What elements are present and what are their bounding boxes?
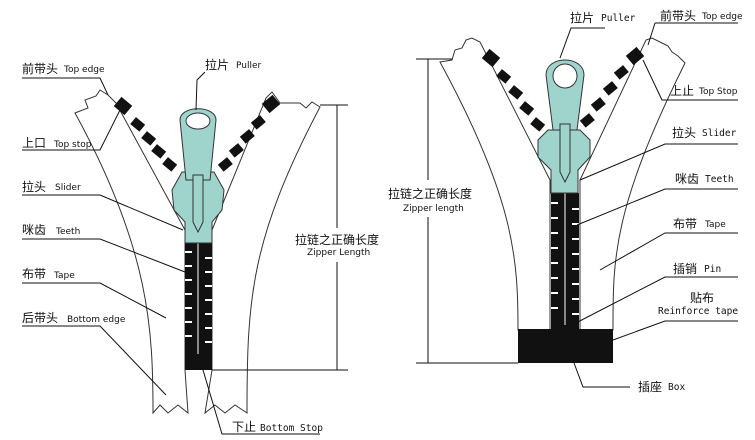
left-zipper-length-en: Zipper Length — [307, 248, 370, 258]
left-teeth-column — [185, 243, 212, 370]
reinforce-tape-box — [518, 329, 613, 363]
right-zipper-length-zh: 拉链之正确长度 — [388, 186, 472, 201]
left-leader-lines — [22, 71, 348, 435]
right-teeth-en: Teeth — [705, 174, 734, 185]
left-tape-en: Tape — [53, 271, 75, 281]
left-tape-left — [74, 89, 189, 415]
right-box-en: Box — [668, 382, 685, 393]
right-tape-left — [439, 37, 551, 331]
right-zipper: 拉片 Puller 前带头 Top edge 上止 Top Stop 拉头 Sl… — [388, 8, 743, 394]
right-slider-en: Slider — [702, 128, 737, 139]
left-top-edge-zh: 前带头 — [22, 61, 58, 76]
left-puller-zh: 拉片 — [205, 57, 229, 72]
left-teeth-top-left — [113, 96, 178, 172]
right-pin-zh: 插销 — [673, 262, 697, 276]
right-tape-zh: 布带 — [673, 217, 697, 231]
left-puller-hole — [185, 112, 211, 130]
right-teeth-zh: 咪齿 — [675, 172, 699, 186]
right-top-edge-zh: 前带头 — [660, 8, 696, 23]
right-puller-hole — [552, 63, 578, 89]
left-teeth-top-right — [217, 94, 281, 172]
left-bottom-stop-zh: 下止 — [232, 420, 256, 434]
left-teeth-zh: 咪齿 — [22, 223, 46, 237]
right-top-stop-en: Top Stop — [698, 87, 738, 97]
right-puller-en: Puller — [601, 13, 636, 24]
right-teeth-top-right — [579, 46, 645, 128]
right-tape-en: Tape — [704, 220, 726, 230]
left-bottom-edge-en: Bottom edge — [67, 315, 126, 325]
left-teeth-en: Teeth — [55, 227, 80, 237]
right-reinforce-tape-zh: 贴布 — [690, 291, 714, 305]
left-bottom-edge-zh: 后带头 — [22, 311, 58, 325]
right-teeth-column — [551, 193, 579, 330]
right-pin-en: Pin — [704, 264, 721, 275]
right-box-zh: 插座 — [638, 379, 662, 394]
right-puller-tab — [559, 123, 571, 184]
left-slider-en: Slider — [55, 183, 81, 193]
right-zipper-length-en: Zipper length — [403, 204, 464, 214]
left-puller-en: Puller — [236, 61, 262, 71]
right-teeth-top-left — [481, 48, 546, 132]
right-reinforce-tape-en: Reinforce tape — [658, 306, 738, 317]
left-top-edge-en: Top edge — [63, 65, 105, 75]
left-top-stop-zh: 上口 — [22, 136, 46, 150]
left-slider-zh: 拉头 — [22, 179, 46, 194]
right-slider-zh: 拉头 — [672, 125, 696, 140]
right-top-stop-zh: 上止 — [670, 84, 694, 98]
left-zipper: 前带头 Top edge 上口 Top stop 拉头 Slider 咪齿 Te… — [22, 57, 379, 435]
right-puller-zh: 拉片 — [570, 10, 594, 25]
left-bottom-stop-en: Bottom Stop — [260, 423, 323, 434]
left-zipper-length-zh: 拉链之正确长度 — [295, 232, 379, 247]
right-top-edge-en: Top edge — [701, 12, 743, 22]
left-tape-zh: 布带 — [22, 267, 46, 281]
left-tape-right — [204, 91, 321, 415]
right-leader-lines — [416, 22, 738, 388]
left-puller-tab — [192, 174, 204, 234]
left-top-stop-en: Top stop — [53, 140, 92, 150]
right-tape-right — [579, 37, 686, 331]
